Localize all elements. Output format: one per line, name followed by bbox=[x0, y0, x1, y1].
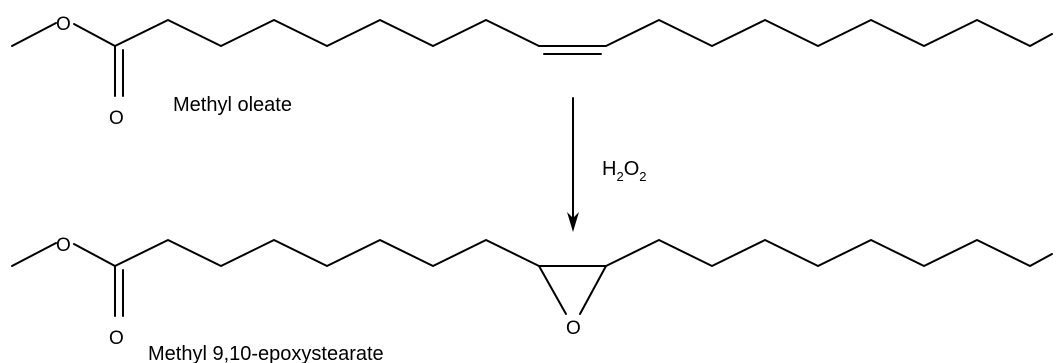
reactant-chain-left bbox=[114, 19, 540, 47]
bond-o-carbonyl bbox=[73, 243, 116, 267]
epoxide-co-left bbox=[538, 265, 567, 315]
epoxide-co-right bbox=[579, 265, 607, 315]
product-chain-right bbox=[605, 239, 1053, 267]
product-molecule: O O O bbox=[11, 235, 1053, 349]
bond-methyl-o bbox=[11, 22, 57, 47]
bond-methyl-o bbox=[11, 242, 57, 267]
reactant-ester-oxygen: O bbox=[56, 14, 71, 35]
bond-o-carbonyl bbox=[73, 23, 116, 47]
reactant-chain-right bbox=[605, 19, 1053, 47]
reagent-h2o2: H2O2 bbox=[602, 158, 646, 184]
epoxide-oxygen: O bbox=[566, 318, 581, 339]
reaction-arrow bbox=[567, 97, 579, 232]
product-name: Methyl 9,10-epoxystearate bbox=[148, 343, 384, 363]
reactant-molecule: O O bbox=[11, 14, 1053, 129]
arrow-head bbox=[567, 212, 579, 232]
reactant-name: Methyl oleate bbox=[173, 94, 292, 116]
product-ester-oxygen: O bbox=[56, 235, 71, 256]
product-carbonyl-oxygen: O bbox=[109, 328, 124, 349]
reactant-carbonyl-oxygen: O bbox=[109, 108, 124, 129]
product-chain-left bbox=[114, 239, 540, 267]
